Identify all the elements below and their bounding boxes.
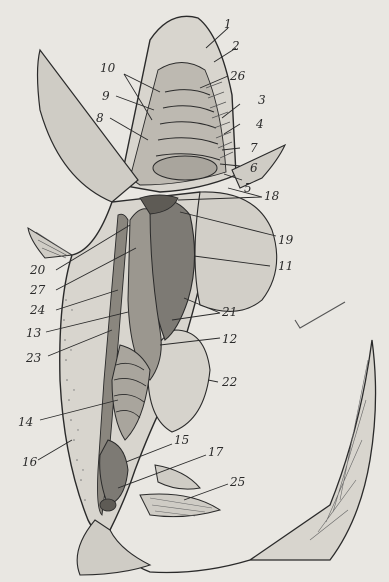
callout-14: 14	[18, 415, 33, 429]
callout-18: 18	[264, 189, 280, 203]
callout-20: 20	[29, 263, 46, 277]
cloaca	[100, 499, 116, 511]
callout-4: 4	[255, 117, 264, 131]
callout-13: 13	[26, 326, 42, 340]
callout-2: 2	[231, 39, 240, 53]
callout-17: 17	[208, 445, 224, 459]
body-wall-flap	[195, 192, 277, 312]
callout-9: 9	[102, 89, 110, 103]
lower-tail-lobe	[77, 520, 150, 575]
callout-16: 16	[22, 455, 38, 469]
pectoral-fin-right	[232, 145, 285, 188]
callout-10: 10	[100, 61, 116, 75]
callout-15: 15	[174, 433, 189, 447]
ventral-fin-left	[28, 228, 72, 258]
callout-25: 25	[229, 475, 245, 489]
pelvic-fin	[140, 494, 220, 517]
callout-5: 5	[244, 181, 252, 195]
callout-21: 21	[221, 305, 237, 319]
check-mark	[295, 302, 345, 328]
callout-24: 24	[29, 303, 45, 317]
callout-3: 3	[258, 93, 266, 107]
callout-6: 6	[250, 161, 258, 175]
callout-26: 26	[229, 69, 246, 83]
callout-12: 12	[222, 332, 237, 346]
anal-fin	[155, 465, 200, 489]
callout-27: 27	[29, 283, 46, 297]
heart	[153, 156, 217, 180]
callout-1: 1	[224, 17, 232, 31]
callout-8: 8	[96, 111, 104, 125]
callout-22: 22	[221, 375, 237, 389]
fish-body	[28, 16, 376, 575]
callout-23: 23	[25, 351, 42, 365]
caudal-fin	[250, 340, 376, 560]
callout-19: 19	[278, 233, 294, 247]
callout-7: 7	[250, 141, 258, 155]
callout-11: 11	[278, 259, 293, 273]
